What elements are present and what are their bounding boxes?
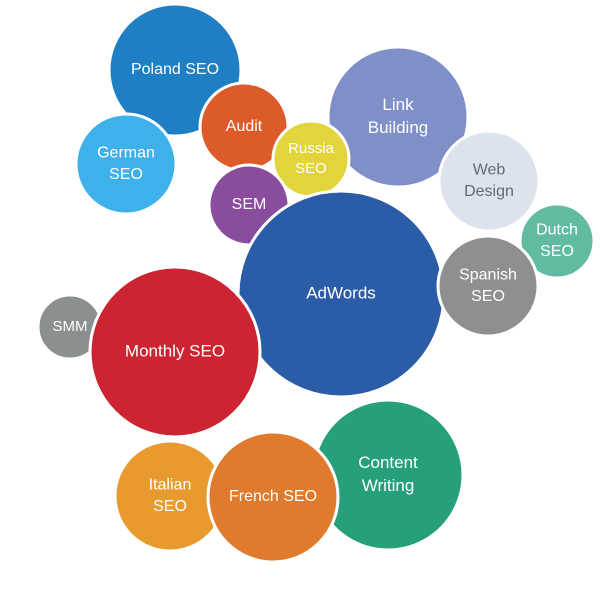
- bubble-adwords: AdWords: [236, 189, 446, 399]
- bubble-label-web-design-1: Design: [464, 183, 514, 200]
- bubble-label-sem-0: SEM: [232, 196, 267, 213]
- bubble-label-italian-seo-0: Italian: [149, 476, 192, 493]
- bubble-circle-dutch-seo: [518, 202, 596, 280]
- bubble-label-italian-seo-1: SEO: [153, 498, 187, 515]
- bubble-label-german-seo-1: SEO: [109, 166, 143, 183]
- bubble-circle-link-building: [326, 45, 470, 189]
- bubble-label-content-writing-1: Writing: [362, 476, 415, 495]
- bubble-label-dutch-seo-0: Dutch: [536, 221, 578, 238]
- bubble-label-russia-seo-0: Russia: [288, 140, 335, 157]
- bubble-label-poland-seo-0: Poland SEO: [131, 61, 219, 78]
- bubble-label-spanish-seo-1: SEO: [471, 288, 505, 305]
- bubble-label-french-seo-0: French SEO: [229, 488, 317, 505]
- bubble-circle-monthly-seo: [88, 265, 262, 439]
- bubble-label-audit-0: Audit: [226, 118, 263, 135]
- bubble-label-link-building-1: Building: [368, 118, 429, 137]
- bubble-circle-french-seo: [206, 430, 340, 564]
- bubble-label-dutch-seo-1: SEO: [540, 243, 574, 260]
- bubble-label-german-seo-0: German: [97, 144, 155, 161]
- bubble-monthly-seo: Monthly SEO: [88, 265, 262, 439]
- bubble-label-monthly-seo-0: Monthly SEO: [125, 341, 225, 360]
- bubble-french-seo: French SEO: [206, 430, 340, 564]
- bubble-label-smm-0: SMM: [53, 318, 88, 335]
- bubble-circle-web-design: [437, 129, 541, 233]
- bubble-label-russia-seo-1: SEO: [295, 160, 327, 177]
- bubble-circle-spanish-seo: [436, 234, 540, 338]
- bubble-label-spanish-seo-0: Spanish: [459, 266, 517, 283]
- bubble-label-content-writing-0: Content: [358, 453, 418, 472]
- bubble-label-adwords-0: AdWords: [306, 283, 376, 302]
- bubble-label-web-design-0: Web: [473, 161, 506, 178]
- bubble-label-link-building-0: Link: [382, 95, 414, 114]
- bubble-circle-german-seo: [74, 112, 178, 216]
